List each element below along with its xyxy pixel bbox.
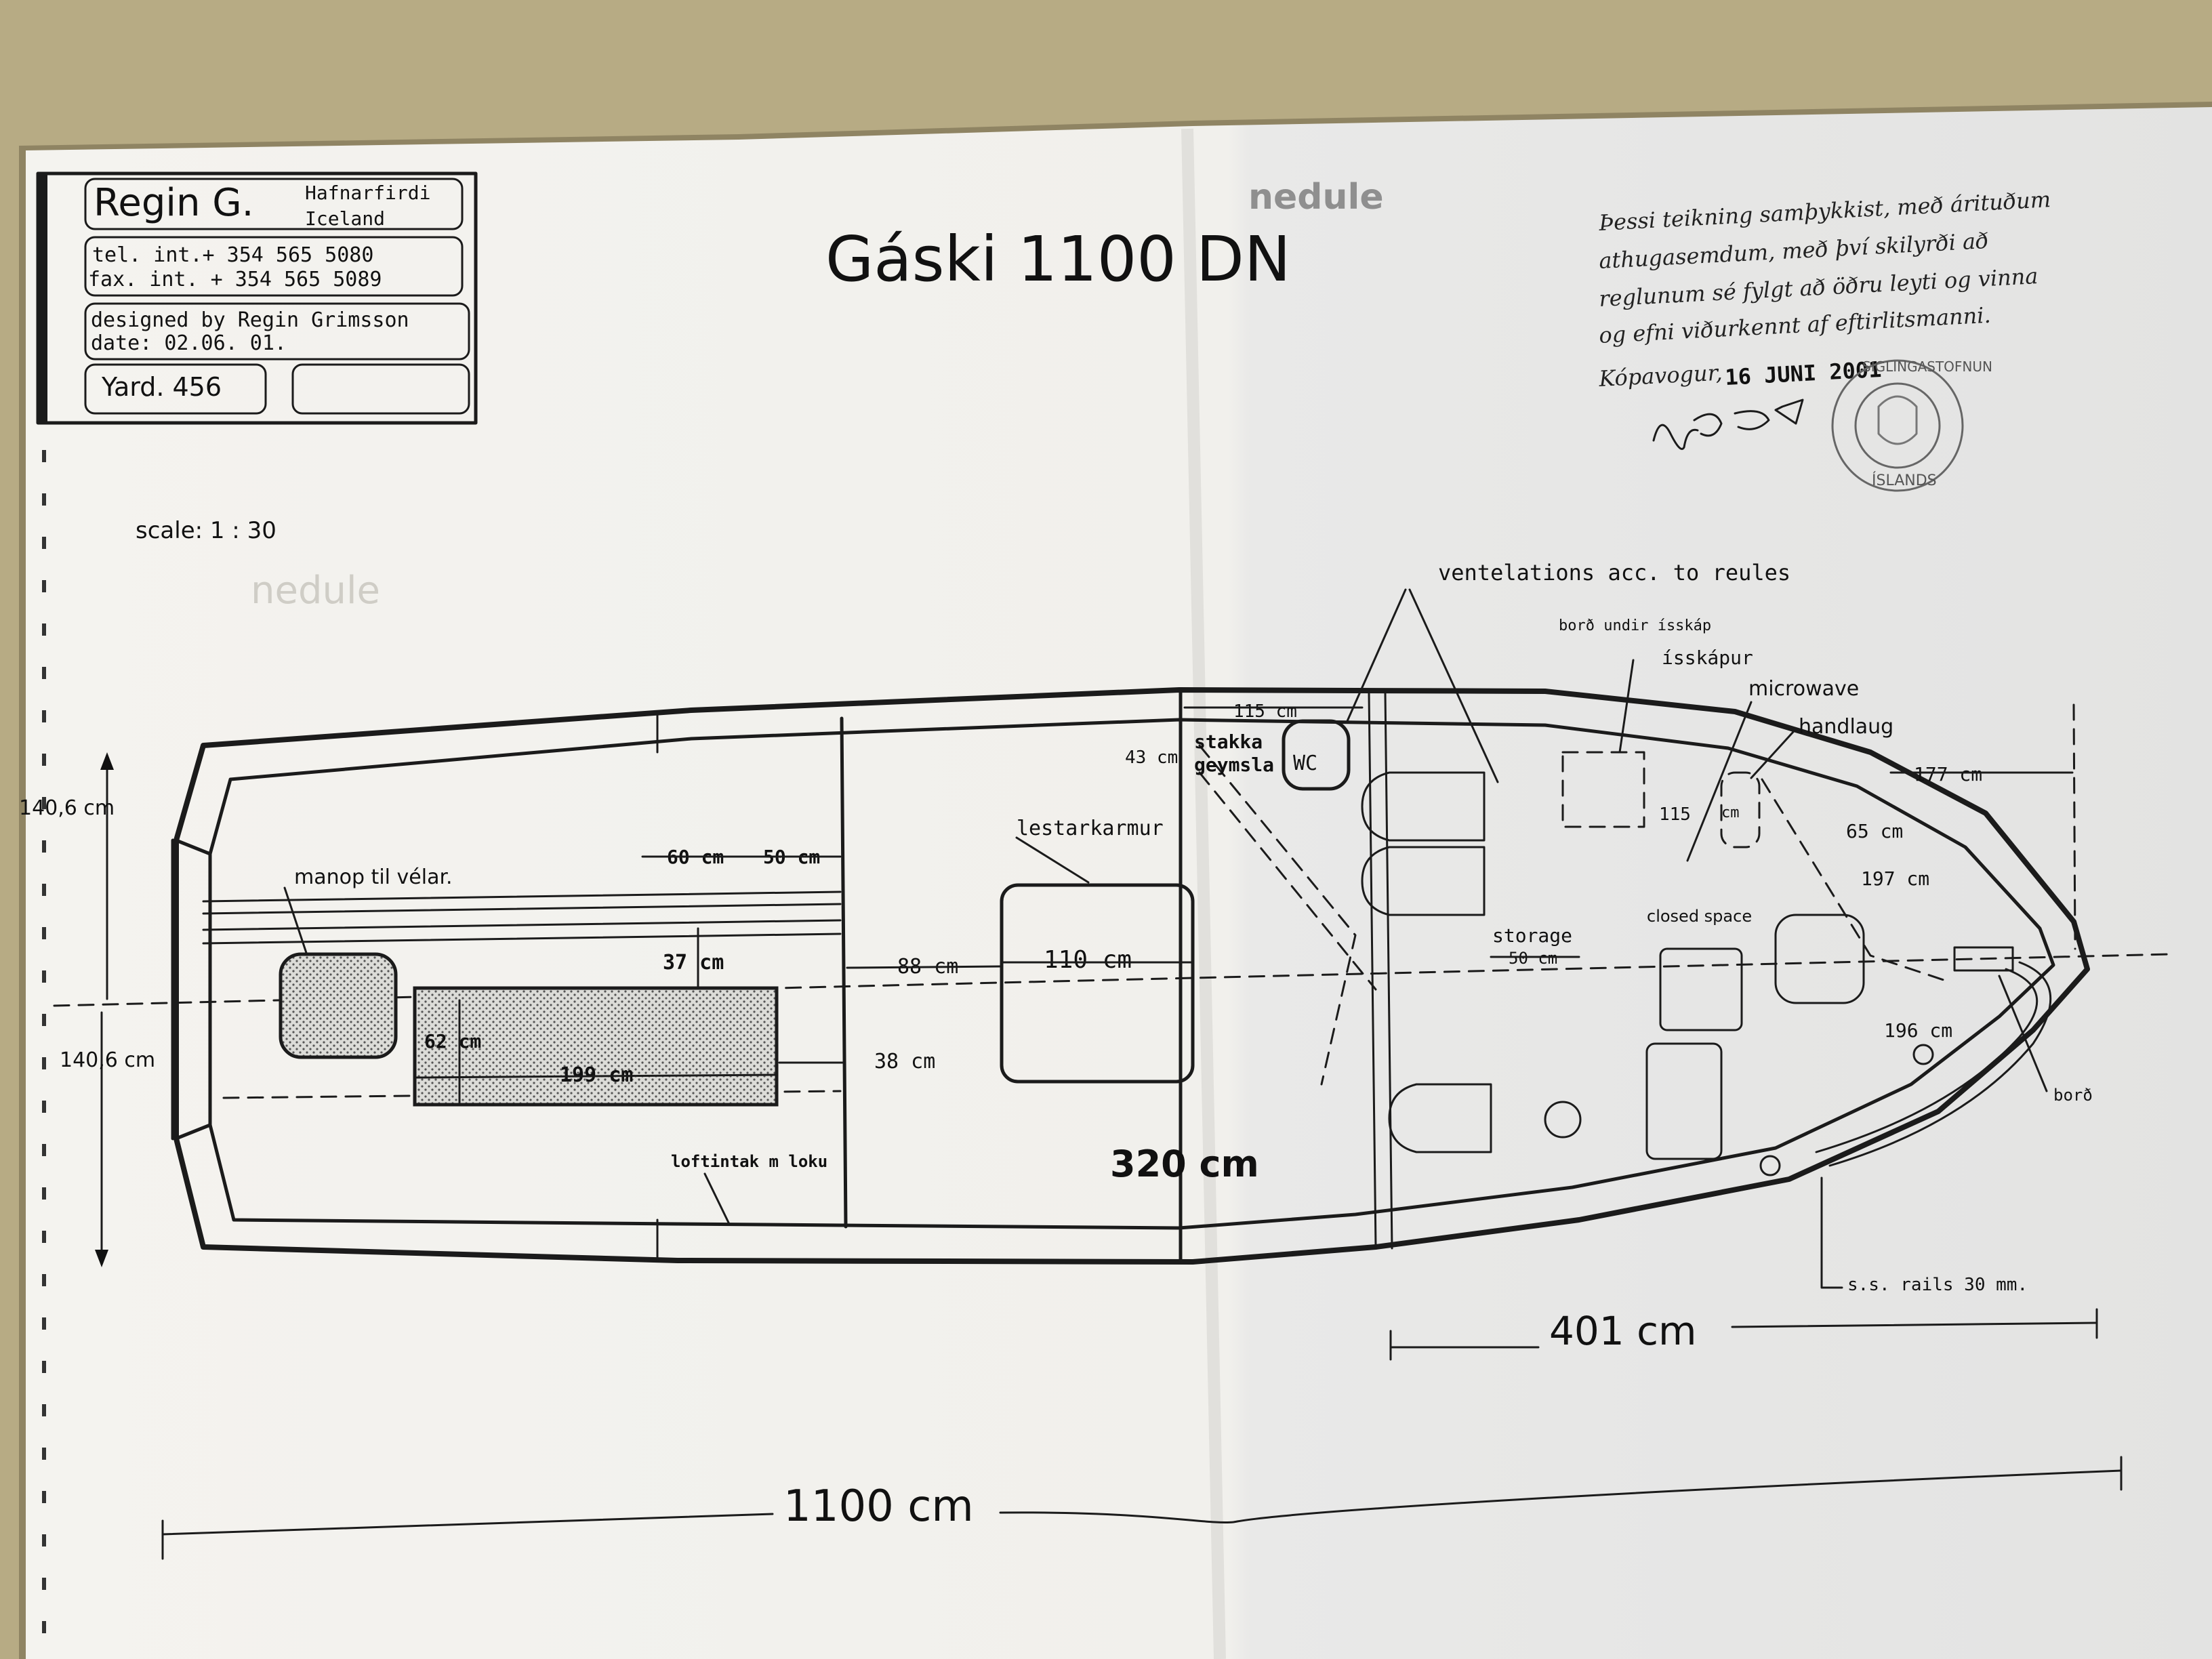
label-loftintak: loftintak m loku bbox=[671, 1152, 827, 1171]
ghost-stamp: nedule bbox=[251, 569, 380, 613]
hold-coaming bbox=[1000, 883, 1195, 1084]
centerline bbox=[53, 953, 2170, 1007]
wc-label: WC bbox=[1293, 752, 1317, 775]
dim-320: 320 cm bbox=[1110, 1143, 1259, 1185]
label-microwave: microwave bbox=[1748, 677, 1859, 701]
dim-110: 110 cm bbox=[1044, 946, 1132, 974]
dim-140-6-bottom: 140,6 cm bbox=[60, 1048, 155, 1072]
label-handlaug: handlaug bbox=[1799, 715, 1893, 739]
company-country: Iceland bbox=[305, 207, 385, 230]
cabin-fixtures: WC bbox=[1198, 719, 2014, 1176]
signature bbox=[1652, 398, 1804, 450]
label-geymsla: geymsla bbox=[1194, 754, 1274, 776]
dim-65: 65 cm bbox=[1846, 820, 1903, 842]
title-block: Regin G. Hafnarfirdi Iceland tel. int.+ … bbox=[36, 171, 478, 425]
perforation-hole bbox=[42, 1057, 46, 1069]
company-town: Hafnarfirdi bbox=[305, 182, 430, 204]
dim-401: 401 cm bbox=[1549, 1308, 1697, 1354]
label-lestarkarmur: lestarkarmur bbox=[1017, 817, 1164, 840]
perforation-hole bbox=[42, 1014, 46, 1026]
beam-dimension: 140,6 cm 140,6 cm bbox=[19, 752, 155, 1267]
dim-1100: 1100 cm bbox=[783, 1481, 974, 1532]
perforation-hole bbox=[42, 1404, 46, 1416]
seal-top-text: SIGLINGASTOFNUN bbox=[1862, 359, 1992, 375]
label-storage: storage bbox=[1492, 924, 1572, 947]
label-bord: borð bbox=[2053, 1086, 2093, 1105]
engine-manhole bbox=[279, 952, 398, 1059]
perforation-hole bbox=[42, 667, 46, 679]
label-isskapur: ísskápur bbox=[1662, 647, 1753, 669]
perforation-hole bbox=[42, 1448, 46, 1460]
perforation-hole bbox=[42, 623, 46, 636]
dim-43: 43 cm bbox=[1125, 747, 1178, 768]
perforation-hole bbox=[42, 1144, 46, 1156]
perforation-hole bbox=[42, 1317, 46, 1330]
perforation-hole bbox=[42, 970, 46, 983]
label-rails: s.s. rails 30 mm. bbox=[1847, 1275, 2028, 1295]
dim-115-top: 115 cm bbox=[1233, 701, 1297, 722]
yard-number: Yard. 456 bbox=[101, 372, 222, 402]
scale-label: scale: 1 : 30 bbox=[136, 517, 276, 544]
perforation-hole bbox=[42, 450, 46, 462]
dim-62: 62 cm bbox=[424, 1030, 481, 1052]
ghost-stamp-top: nedule bbox=[1248, 177, 1384, 218]
dim-177: 177 cm bbox=[1914, 763, 1982, 785]
perforation-hole bbox=[42, 797, 46, 809]
fax-number: fax. int. + 354 565 5089 bbox=[88, 268, 382, 291]
tel-number: tel. int.+ 354 565 5080 bbox=[92, 243, 373, 267]
drawing-title: Gáski 1100 DN bbox=[825, 223, 1291, 295]
dim-140-6-top: 140,6 cm bbox=[19, 796, 115, 820]
dim-197: 197 cm bbox=[1861, 867, 1929, 890]
dim-37: 37 cm bbox=[663, 951, 724, 975]
perforation-hole bbox=[42, 927, 46, 939]
official-seal: SIGLINGASTOFNUN ÍSLANDS bbox=[1831, 359, 1992, 492]
design-date: date: 02.06. 01. bbox=[91, 331, 287, 355]
label-bord-undir: borð undir ísskáp bbox=[1559, 617, 1711, 634]
label-closed-space: closed space bbox=[1647, 907, 1752, 926]
perforation-hole bbox=[42, 1274, 46, 1286]
label-ventilation: ventelations acc. to reules bbox=[1438, 560, 1790, 586]
dim-196: 196 cm bbox=[1884, 1019, 1952, 1042]
perforation-hole bbox=[42, 840, 46, 853]
ghost-background-text: nedule bbox=[251, 569, 380, 613]
perforation-hole bbox=[42, 1621, 46, 1633]
perforation-hole bbox=[42, 1231, 46, 1243]
perforation-hole bbox=[42, 1187, 46, 1200]
label-stakka: stakka bbox=[1194, 731, 1263, 753]
deck-hatch-area bbox=[413, 986, 779, 1107]
perforation-hole bbox=[42, 1101, 46, 1113]
seal-bottom-text: ÍSLANDS bbox=[1872, 472, 1937, 489]
perforation-hole bbox=[42, 884, 46, 896]
plan-labels: manop til vélar. 60 cm 50 cm 37 cm 62 cm… bbox=[161, 560, 2123, 1560]
paper-sheet bbox=[19, 102, 2212, 1659]
perforation-hole bbox=[42, 1578, 46, 1590]
label-manop: manop til vélar. bbox=[294, 865, 453, 889]
designer: designed by Regin Grimsson bbox=[91, 308, 409, 332]
dim-115-mid-unit: cm bbox=[1721, 804, 1740, 821]
perforation-hole bbox=[42, 1491, 46, 1503]
dim-115-mid: 115 bbox=[1659, 804, 1691, 825]
perforation-hole bbox=[42, 1361, 46, 1373]
perforation-hole bbox=[42, 580, 46, 592]
dim-38: 38 cm bbox=[874, 1050, 935, 1073]
interior-partitions bbox=[202, 689, 1393, 1263]
company-name: Regin G. bbox=[94, 181, 253, 225]
perforation-hole bbox=[42, 710, 46, 722]
perforation-hole bbox=[42, 1534, 46, 1547]
perforation-hole bbox=[42, 537, 46, 549]
perforation-hole bbox=[42, 754, 46, 766]
dim-50-storage: 50 cm bbox=[1509, 949, 1557, 968]
perforation-hole bbox=[42, 493, 46, 506]
boat-hull bbox=[171, 687, 2090, 1265]
